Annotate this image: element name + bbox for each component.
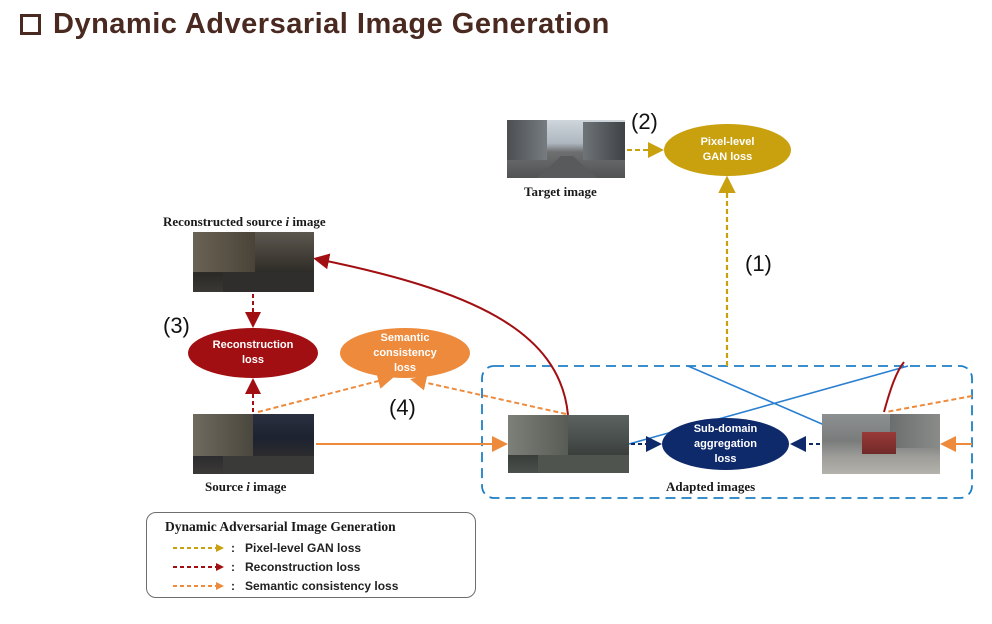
- source-image: [193, 414, 314, 474]
- legend-item-pixel: : Pixel-level GAN loss: [173, 539, 361, 557]
- marker-4: (4): [389, 395, 416, 420]
- legend-item-semantic: : Semantic consistency loss: [173, 577, 398, 595]
- adapted-image-right: [822, 414, 940, 474]
- legend-pixel-label: Pixel-level GAN loss: [245, 541, 362, 555]
- recon-curve-right: [883, 361, 905, 413]
- target-image-caption: Target image: [524, 184, 597, 199]
- target-image: [507, 120, 625, 178]
- slide-title: Dynamic Adversarial Image Generation: [20, 4, 610, 44]
- legend: Dynamic Adversarial Image Generation : P…: [146, 512, 476, 598]
- semantic-arrow-adapted: [410, 374, 567, 415]
- adapted-images-caption: Adapted images: [666, 479, 756, 494]
- legend-semantic-label: Semantic consistency loss: [245, 579, 399, 593]
- legend-item-reconstruction: : Reconstruction loss: [173, 558, 360, 576]
- recon-curve-arrow: [313, 253, 569, 416]
- reconstructed-image-caption: Reconstructed source i image: [163, 214, 326, 229]
- semantic-arrow-source: [257, 373, 394, 413]
- legend-recon-label: Reconstruction loss: [245, 560, 361, 574]
- marker-3: (3): [163, 313, 190, 338]
- marker-1: (1): [745, 251, 772, 276]
- legend-recon-swatch: [173, 563, 224, 571]
- legend-semantic-swatch: [173, 582, 224, 590]
- title-text: Dynamic Adversarial Image Generation: [53, 7, 610, 40]
- reconstructed-source-image: [193, 232, 314, 292]
- checkbox-square-icon: [20, 13, 41, 35]
- legend-title: Dynamic Adversarial Image Generation: [165, 519, 396, 534]
- source-image-caption: Source i image: [205, 479, 287, 494]
- adapted-image-left: [508, 415, 629, 473]
- marker-2: (2): [631, 109, 658, 134]
- semantic-arrow-right: [885, 395, 973, 413]
- legend-pixel-swatch: [173, 544, 224, 552]
